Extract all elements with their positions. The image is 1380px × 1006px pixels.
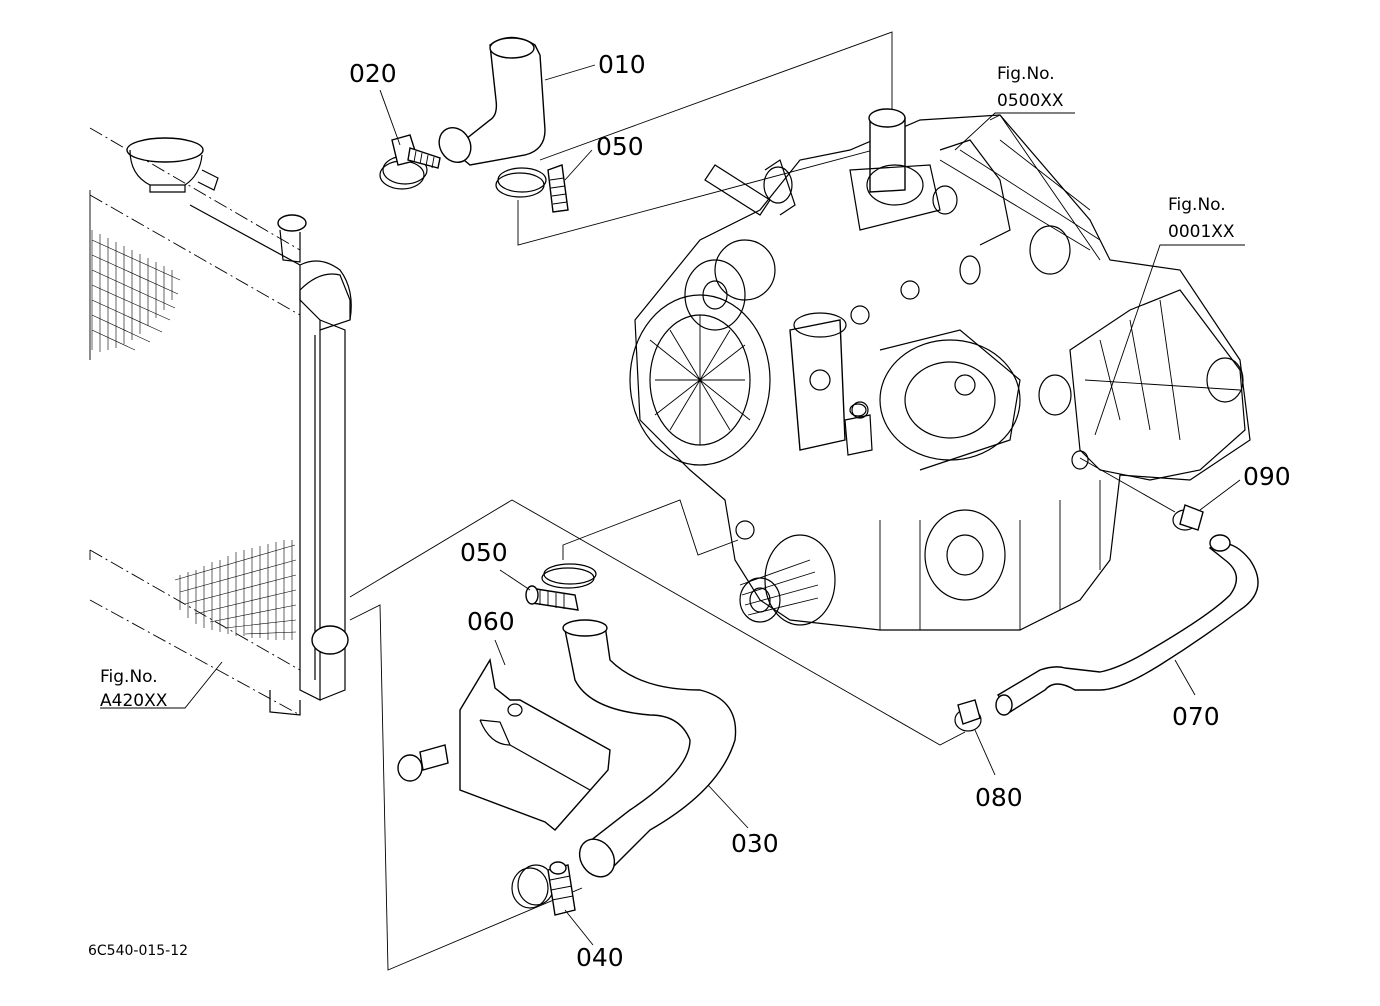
fig-ref-engine-side-prefix: Fig.No. [1168, 195, 1226, 215]
clamp-020 [379, 134, 441, 190]
callout-frame-bottom [349, 604, 583, 971]
part-label-020: 020 [349, 59, 397, 88]
clamp-090 [1172, 504, 1204, 531]
fig-ref-radiator-prefix: Fig.No. [100, 667, 158, 687]
fig-ref-engine-top-number: 0500XX [997, 91, 1064, 111]
clamp-080 [954, 699, 982, 732]
radiator-core-hatch-lower [174, 540, 297, 640]
lower-hose-030 [562, 619, 737, 878]
part-label-080: 080 [975, 783, 1023, 812]
fig-ref-radiator-number: A420XX [100, 691, 168, 711]
fig-ref-engine-top-prefix: Fig.No. [997, 64, 1055, 84]
upper-hose-010 [438, 36, 546, 166]
drawing-code: 6C540-015-12 [88, 943, 188, 959]
bolt-plate [397, 744, 449, 782]
bypass-hose-070 [995, 534, 1259, 716]
clamp-040 [511, 861, 576, 916]
leader-lines [100, 64, 1241, 946]
part-label-010: 010 [598, 50, 646, 79]
part-label-030: 030 [731, 829, 779, 858]
callout-frame-lower-left [349, 499, 966, 746]
plate-060 [459, 658, 611, 831]
leader-090-engine [1079, 457, 1176, 513]
leader-fig-0500xx [954, 112, 1075, 151]
part-label-040: 040 [576, 943, 624, 972]
callout-frame-clamp [562, 499, 739, 560]
part-label-050-lower: 050 [460, 538, 508, 567]
callout-frame-top [517, 31, 893, 246]
part-label-060: 060 [467, 607, 515, 636]
fig-ref-engine-side-number: 0001XX [1168, 222, 1235, 242]
engine-drawing [629, 108, 1251, 631]
part-label-050-top: 050 [596, 132, 644, 161]
radiator-core-hatch-upper [91, 230, 181, 352]
part-label-090: 090 [1243, 462, 1291, 491]
part-label-070: 070 [1172, 702, 1220, 731]
radiator-drawing [89, 127, 352, 716]
clamp-050-top [495, 164, 569, 213]
leader-fig-0001xx [1094, 244, 1245, 436]
clamp-050-lower [525, 563, 597, 611]
